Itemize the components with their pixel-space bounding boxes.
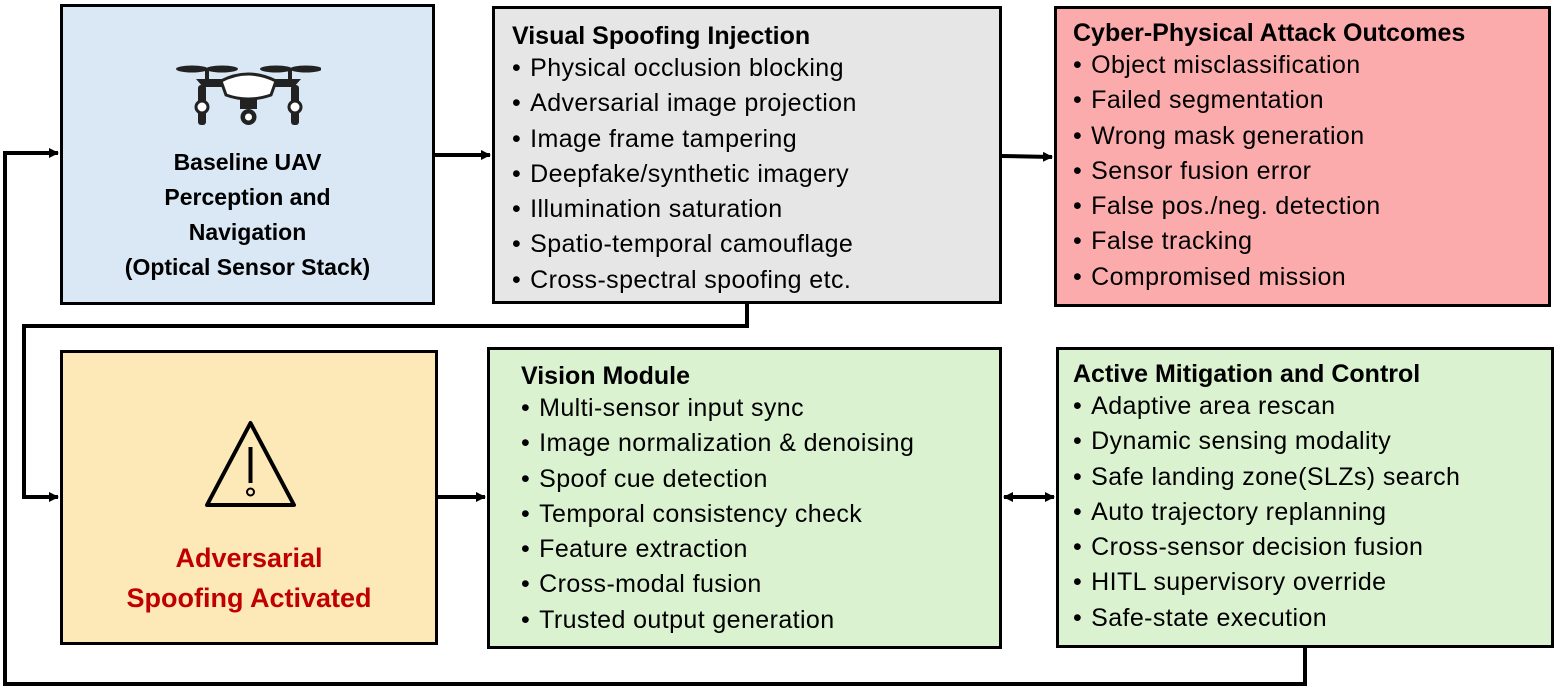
baseline-line-3: Navigation [188, 219, 307, 245]
list-item: Cross-spectral spoofing etc. [512, 263, 857, 298]
list-item: Auto trajectory replanning [1073, 495, 1460, 530]
list-item: Cross-modal fusion [521, 567, 914, 602]
attack-outcomes-box: Cyber-Physical Attack Outcomes Object mi… [1054, 6, 1551, 307]
drone-icon [176, 65, 321, 125]
outcomes-title: Cyber-Physical Attack Outcomes [1073, 19, 1466, 47]
list-item: Multi-sensor input sync [521, 391, 914, 426]
list-item: Illumination saturation [512, 192, 857, 227]
activated-label: Adversarial Spoofing Activated [63, 538, 435, 618]
list-item: Adversarial image projection [512, 86, 857, 121]
list-item: HITL supervisory override [1073, 565, 1460, 600]
list-item: False pos./neg. detection [1073, 189, 1465, 224]
outcomes-list: Object misclassification Failed segmenta… [1073, 48, 1465, 295]
list-item: Adaptive area rescan [1073, 389, 1460, 424]
list-item: Sensor fusion error [1073, 154, 1465, 189]
list-item: Feature extraction [521, 532, 914, 567]
spoofing-list: Physical occlusion blocking Adversarial … [512, 51, 857, 298]
list-item: Spoof cue detection [521, 462, 914, 497]
spoofing-injection-box: Visual Spoofing Injection Physical occlu… [492, 6, 1002, 304]
list-item: Physical occlusion blocking [512, 51, 857, 86]
baseline-line-1: Baseline UAV [173, 149, 322, 175]
list-item: Object misclassification [1073, 48, 1465, 83]
spoofing-title: Visual Spoofing Injection [512, 22, 811, 50]
list-item: Image normalization & denoising [521, 426, 914, 461]
list-item: Compromised mission [1073, 260, 1465, 295]
baseline-uav-box: Baseline UAV Perception and Navigation (… [60, 4, 435, 305]
mitigation-control-box: Active Mitigation and Control Adaptive a… [1056, 347, 1554, 648]
list-item: Deepfake/synthetic imagery [512, 157, 857, 192]
mitigation-list: Adaptive area rescan Dynamic sensing mod… [1073, 389, 1460, 636]
baseline-line-4: (Optical Sensor Stack) [124, 254, 371, 280]
baseline-line-2: Perception and [164, 184, 331, 210]
list-item: Trusted output generation [521, 603, 914, 638]
vision-list: Multi-sensor input sync Image normalizat… [521, 391, 914, 638]
list-item: Safe-state execution [1073, 601, 1460, 636]
list-item: Image frame tampering [512, 122, 857, 157]
list-item: False tracking [1073, 224, 1465, 259]
list-item: Safe landing zone(SLZs) search [1073, 460, 1460, 495]
vision-title: Vision Module [521, 362, 690, 390]
list-item: Spatio-temporal camouflage [512, 227, 857, 262]
arrow-feedback-loop [3, 148, 1307, 686]
mitigation-title: Active Mitigation and Control [1073, 360, 1421, 388]
vision-module-box: Vision Module Multi-sensor input sync Im… [487, 347, 1002, 649]
list-item: Failed segmentation [1073, 83, 1465, 118]
arrow-spoofing-to-activated [22, 304, 749, 502]
list-item: Temporal consistency check [521, 497, 914, 532]
spoofing-activated-box: Adversarial Spoofing Activated [60, 350, 438, 645]
list-item: Wrong mask generation [1073, 119, 1465, 154]
list-item: Cross-sensor decision fusion [1073, 530, 1460, 565]
list-item: Dynamic sensing modality [1073, 424, 1460, 459]
baseline-label: Baseline UAV Perception and Navigation (… [63, 145, 432, 285]
activated-line-1: Adversarial [175, 543, 323, 573]
arrow-spoofing-to-outcomes [1001, 151, 1053, 162]
warning-icon [205, 421, 296, 507]
activated-line-2: Spoofing Activated [126, 583, 372, 613]
